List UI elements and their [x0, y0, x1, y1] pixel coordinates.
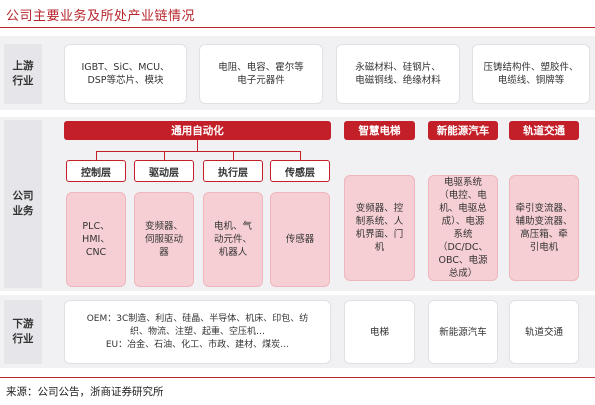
upstream-box-structural: 压铸结构件、塑胶件、 电缆线、铜牌等 — [472, 44, 590, 104]
upstream-box-chips: IGBT、SiC、MCU、 DSP等芯片、模块 — [64, 44, 187, 104]
upstream-row-label: 上游 行业 — [4, 44, 42, 104]
source-note: 来源：公司公告，浙商证券研究所 — [6, 386, 164, 398]
company-row-label: 公司 业务 — [4, 120, 42, 288]
connector-horizontal — [96, 151, 301, 152]
connector-control — [96, 151, 97, 160]
upstream-box-components: 电阻、电容、霍尔等 电子元器件 — [199, 44, 323, 104]
downstream-rail-box: 轨道交通 — [509, 300, 579, 364]
layer-drive: 驱动层 — [134, 160, 194, 182]
figure-title: 公司主要业务及所处产业链情况 — [6, 9, 196, 24]
new-energy-vehicle-content: 电驱系统 （电控、电 机、电驱总 成）、电源 系统 （DC/DC、 OBC、电源… — [428, 175, 498, 281]
title-divider — [0, 27, 595, 28]
rail-transit-header: 轨道交通 — [509, 121, 579, 140]
downstream-automation-box: OEM：3C制造、利店、硅晶、半导体、机床、印包、纺 织、物流、注塑、起重、空压… — [64, 300, 331, 364]
downstream-row-label: 下游 行业 — [4, 300, 42, 364]
connector-vertical — [197, 140, 198, 151]
general-automation-header: 通用自动化 — [64, 121, 331, 140]
connector-execution — [233, 151, 234, 160]
drive-layer-content: 变频器、 伺服驱动 器 — [134, 192, 194, 287]
layer-control: 控制层 — [66, 160, 126, 182]
layer-execution: 执行层 — [203, 160, 263, 182]
smart-elevator-header: 智慧电梯 — [344, 121, 415, 140]
downstream-elevator-box: 电梯 — [344, 300, 415, 364]
sensing-layer-content: 传感器 — [270, 192, 330, 287]
execution-layer-content: 电机、气 动元件、 机器人 — [203, 192, 263, 287]
downstream-nev-box: 新能源汽车 — [428, 300, 498, 364]
layer-sensing: 传感层 — [270, 160, 330, 182]
rail-transit-content: 牵引变流器、 辅助变流器、 高压箱、牵 引电机 — [509, 175, 579, 281]
smart-elevator-content: 变频器、控 制系统、人 机界面、门 机 — [344, 175, 415, 281]
connector-sensing — [300, 151, 301, 160]
source-divider — [0, 377, 595, 378]
upstream-box-materials: 永磁材料、硅钢片、 电磁铜线、绝缘材料 — [336, 44, 460, 104]
connector-drive — [164, 151, 165, 160]
new-energy-vehicle-header: 新能源汽车 — [428, 121, 498, 140]
control-layer-content: PLC、 HMI、 CNC — [66, 192, 126, 287]
